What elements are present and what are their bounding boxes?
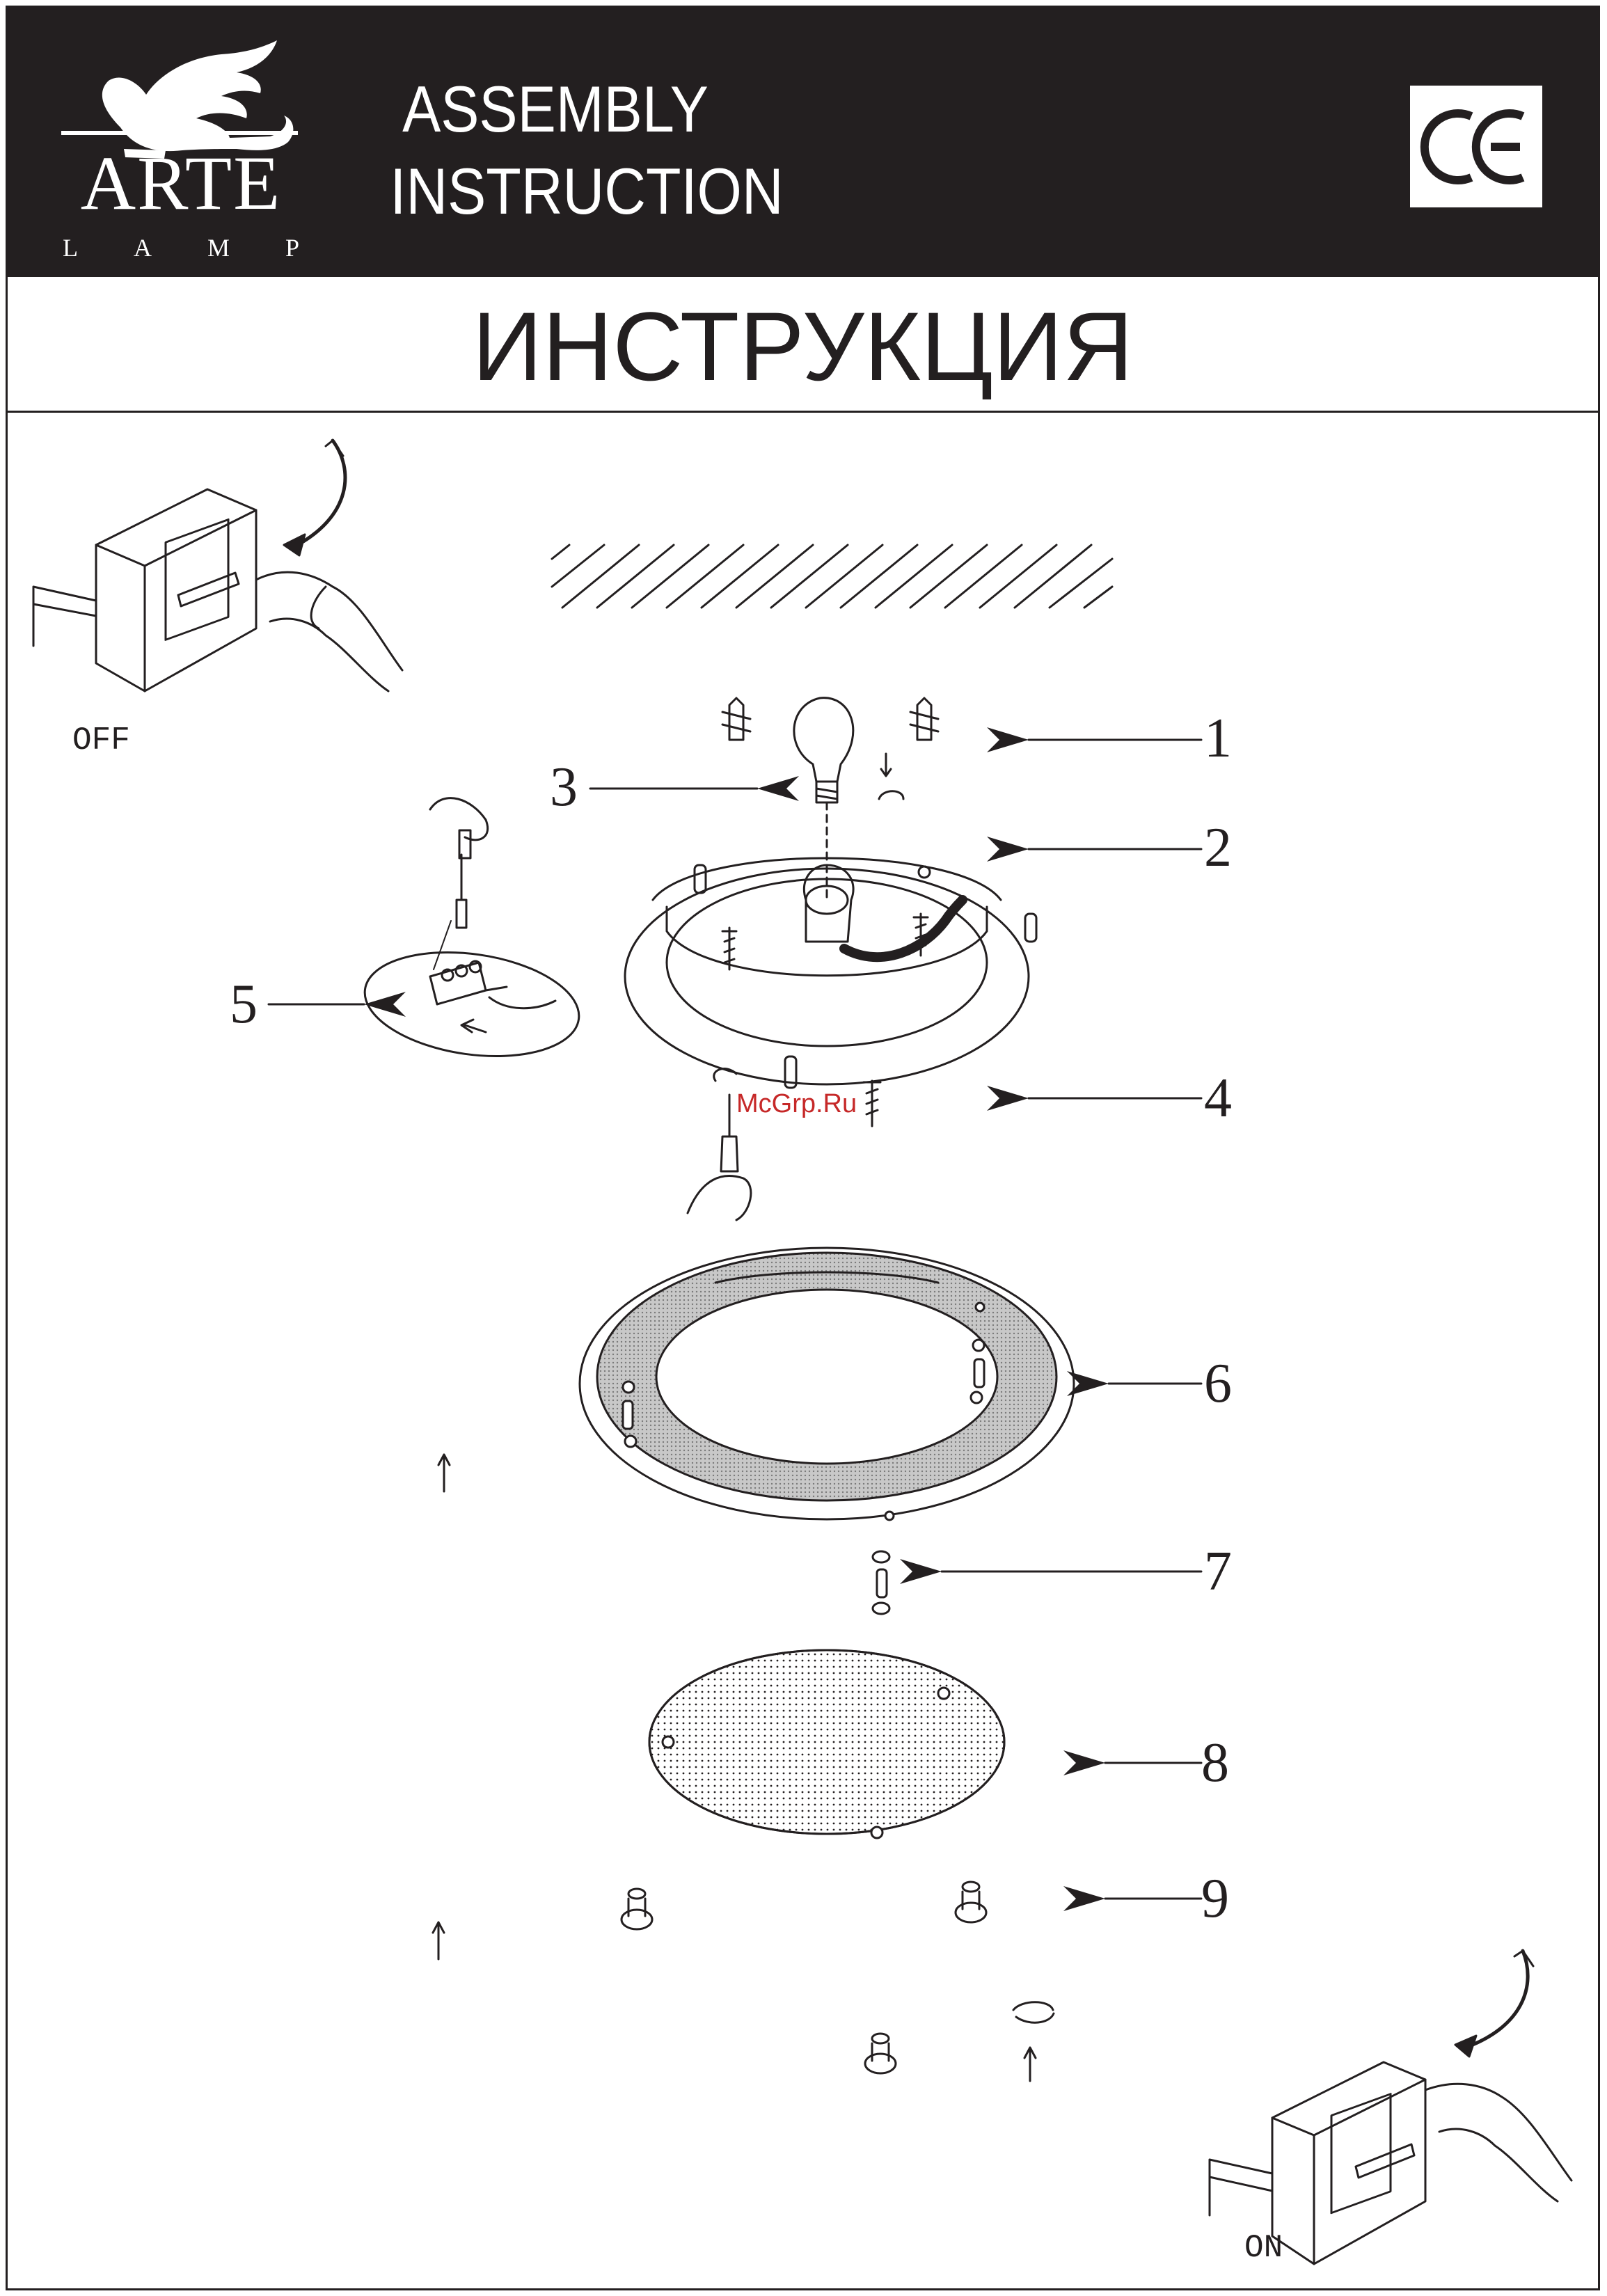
ceiling-hatch — [552, 545, 1112, 608]
finial-icon — [622, 1889, 652, 1929]
curved-arrow-icon — [284, 441, 345, 555]
wall-plug-icon — [910, 698, 938, 740]
part-number-8: 8 — [1201, 1735, 1229, 1791]
document-title: ASSEMBLY INSTRUCTION — [390, 68, 720, 232]
brand-subtitle-letter: M — [207, 235, 230, 260]
curved-arrow-icon — [1455, 1951, 1533, 2057]
part-number-6: 6 — [1204, 1356, 1232, 1411]
brand-subtitle: L A M P — [63, 235, 299, 260]
diffuser-ring — [580, 1248, 1074, 1520]
hand-icon — [1425, 2084, 1572, 2201]
finial-icon — [865, 2034, 896, 2073]
part-number-4: 4 — [1204, 1070, 1232, 1126]
part-number-2: 2 — [1204, 820, 1232, 876]
screwdriver-icon — [457, 830, 470, 928]
assembly-diagram: OFF ON 1 2 3 4 5 6 7 8 9 — [6, 413, 1600, 2290]
bulb-icon — [794, 698, 853, 802]
hole-icon — [919, 866, 930, 878]
screw-icon — [914, 914, 928, 956]
part-number-9: 9 — [1201, 1871, 1229, 1926]
down-arrow-icon — [881, 754, 891, 776]
part-number-7: 7 — [1204, 1544, 1232, 1599]
brand-subtitle-letter: P — [285, 235, 299, 260]
glass-shade — [649, 1650, 1004, 1838]
stud-icon — [1025, 914, 1036, 942]
brand-subtitle-letter: A — [134, 235, 152, 260]
terminal-block-icon — [358, 921, 585, 1069]
up-arrow-icon — [1024, 2048, 1036, 2081]
wall-plug-icon — [722, 698, 750, 740]
header-band: ARTE L A M P ASSEMBLY INSTRUCTION CE — [6, 6, 1600, 277]
up-arrow-icon — [438, 1455, 450, 1491]
screw-icon — [722, 928, 736, 969]
brand-subtitle-letter: L — [63, 235, 78, 260]
hand-icon — [688, 1176, 751, 1220]
stud-icon — [695, 865, 706, 893]
finial-icon — [956, 1882, 986, 1922]
title-line: ASSEMBLY — [390, 68, 720, 150]
switch-off-label: OFF — [72, 725, 130, 757]
watermark: McGrp.Ru — [736, 1091, 857, 1117]
brand-name: ARTE — [63, 145, 299, 221]
rotate-arrow-icon — [879, 791, 903, 799]
power-switch-icon — [33, 489, 256, 691]
page-subtitle: ИНСТРУКЦИЯ — [6, 277, 1600, 413]
hand-icon — [256, 572, 402, 691]
screwdriver-icon — [721, 1095, 738, 1171]
title-line: INSTRUCTION — [390, 150, 720, 232]
screw-icon — [864, 1081, 880, 1126]
part-number-1: 1 — [1204, 711, 1232, 766]
ce-mark-icon: CE — [1410, 86, 1542, 207]
switch-on-label: ON — [1244, 2232, 1283, 2264]
rotate-arrow-icon — [1013, 2002, 1054, 2022]
part-number-5: 5 — [230, 976, 258, 1032]
part-number-3: 3 — [550, 759, 578, 815]
power-switch-icon — [1210, 2062, 1425, 2264]
spacer-icon — [873, 1551, 889, 1614]
exploded-view — [6, 413, 1600, 2290]
up-arrow-icon — [433, 1922, 444, 1959]
